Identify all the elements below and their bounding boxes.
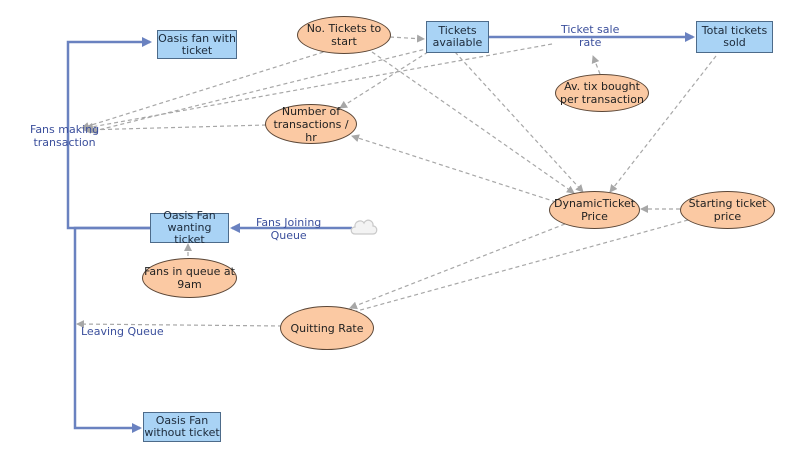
stock-tickets-available[interactable]: Tickets available (426, 21, 489, 53)
variable-quitting-rate[interactable]: Quitting Rate (280, 306, 374, 350)
cloud-icon (350, 219, 378, 235)
stock-label: Oasis Fan without ticket (144, 414, 220, 439)
variable-starting-ticket-price[interactable]: Starting ticket price (680, 191, 775, 229)
link-transactions-to-fans-making (83, 124, 267, 134)
variable-label: Av. tix bought per transaction (560, 80, 644, 106)
link-quitting-to-leaving-queue (76, 320, 283, 329)
stock-label: Oasis Fan wanting ticket (163, 209, 216, 246)
link-tickets-to-start-to-fans-making (81, 49, 331, 130)
variable-label: Quitting Rate (290, 321, 364, 335)
link-tickets-to-start-to-tickets (389, 34, 425, 43)
variable-label: DynamicTicket Price (553, 197, 636, 223)
variable-label: No. Tickets to start (306, 22, 382, 48)
variable-tickets-to-start[interactable]: No. Tickets to start (297, 16, 391, 54)
link-tickets-to-start-to-dynamic-price (371, 51, 575, 194)
link-sale-rate-to-fans-making (85, 43, 553, 131)
variable-avg-tix-per-transaction[interactable]: Av. tix bought per transaction (555, 74, 649, 112)
stock-oasis-fan-with-ticket[interactable]: Oasis fan with ticket (157, 30, 237, 59)
variable-transactions-per-hour[interactable]: Number of transactions / hr (265, 104, 357, 144)
variable-label: Starting ticket price (688, 197, 767, 223)
link-total-sold-to-dynamic-price (609, 55, 717, 193)
link-tickets-to-transactions (339, 51, 429, 109)
stock-label: Tickets available (432, 24, 483, 49)
stock-total-tickets-sold[interactable]: Total tickets sold (696, 21, 773, 53)
link-dynamic-price-to-quitting (349, 223, 566, 310)
stock-label: Total tickets sold (701, 24, 768, 49)
flow-label-fans-joining-queue[interactable]: Fans Joining Queue (256, 216, 322, 242)
link-avg-tix-to-sale-rate (591, 55, 601, 75)
variable-dynamic-ticket-price[interactable]: DynamicTicket Price (549, 191, 640, 229)
variable-fans-in-queue-9am[interactable]: Fans in queue at 9am (142, 258, 237, 298)
stock-oasis-fan-without-ticket[interactable]: Oasis Fan without ticket (143, 412, 221, 442)
stock-label: Oasis fan with ticket (158, 31, 236, 57)
flow-label-fans-making-transaction[interactable]: Fans making transaction (30, 123, 100, 149)
link-starting-price-to-quitting (345, 219, 689, 317)
link-tickets-to-fans-making (89, 47, 431, 135)
flow-label-ticket-sale-rate[interactable]: Ticket sale rate (561, 23, 620, 49)
stock-oasis-fan-wanting-ticket[interactable]: Oasis Fan wanting ticket (150, 209, 229, 246)
link-dynamic-price-to-transactions (351, 134, 557, 203)
link-tickets-to-dynamic-price (454, 51, 584, 193)
flow-label-leaving-queue[interactable]: Leaving Queue (81, 325, 164, 338)
variable-label: Number of transactions / hr (273, 104, 349, 144)
flow-pipe-leaving-queue (73, 226, 150, 433)
variable-label: Fans in queue at 9am (144, 265, 235, 291)
